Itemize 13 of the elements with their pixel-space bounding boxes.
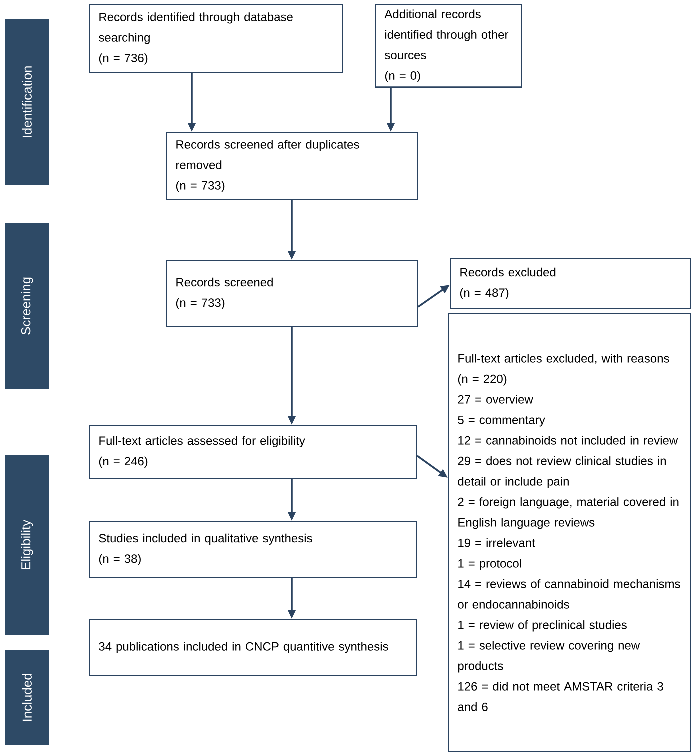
process-box: 34 publications included in CNCP quantitive synthesis (89, 619, 418, 676)
stage-band: Included (5, 650, 50, 746)
process-box: Records excluded (n = 487) (450, 258, 692, 310)
stage-band: Screening (5, 223, 50, 390)
stage-band: Identification (5, 19, 50, 186)
stage-band: Eligibility (5, 455, 50, 636)
process-box: Studies included in qualitative synthesis (n = 38) (89, 521, 418, 578)
process-box: Full-text articles assessed for eligibility (n = 246) (89, 425, 418, 480)
process-box: Records screened (n = 733) (166, 260, 418, 328)
process-box: Records screened after duplicates removed (n = 733) (166, 132, 418, 200)
process-box: Full-text articles excluded, with reasons (n = 220) 27 = overview 5 = commentary 12 = cannabinoids not included in review 29 = does not review clinical studies in detail or include pain 2 = foreign language, material covered in English language reviews 19 = irrelevant 1 = protocol 14 = reviews of cannabinoid mechanisms or endocannabinoids 1 = review of preclinical studies 1 = selective review covering new products 126 = did not meet AMSTAR criteria 3 and 6 (448, 313, 692, 752)
process-box: Additional records identified through other sources (n = 0) (375, 4, 522, 88)
process-box: Records identified through database searching (n = 736) (89, 4, 344, 74)
